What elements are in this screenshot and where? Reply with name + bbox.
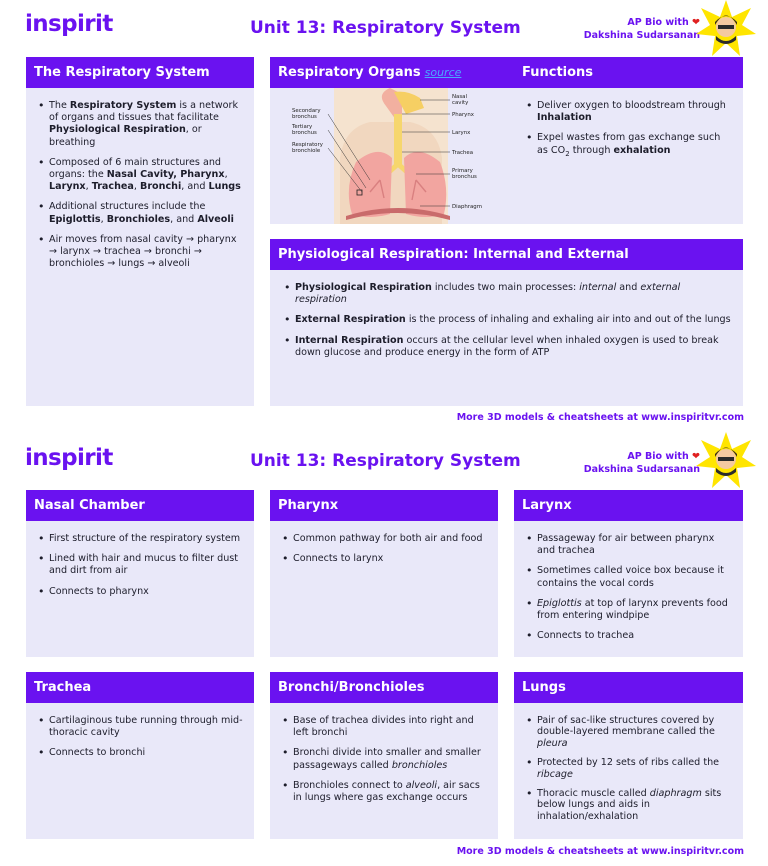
card-heading: Larynx xyxy=(514,490,743,521)
heart-icon: ❤ xyxy=(692,451,700,462)
list-item: Composed of 6 main structures and organs… xyxy=(38,157,244,194)
label-trachea: Trachea xyxy=(451,150,473,156)
label-pharynx: Pharynx xyxy=(452,112,475,118)
star-avatar-icon xyxy=(696,432,756,488)
label-primary-2: bronchus xyxy=(452,174,477,180)
list-item: Thoracic muscle called diaphragm sits be… xyxy=(526,788,733,822)
card-bronchi-bronchioles: Bronchi/Bronchioles Base of trachea divi… xyxy=(270,672,498,839)
card-heading: Bronchi/Bronchioles xyxy=(270,672,498,703)
card-heading: Lungs xyxy=(514,672,743,703)
author-line-1: AP Bio with xyxy=(627,17,689,28)
card-heading: The Respiratory System xyxy=(26,57,254,88)
heart-icon: ❤ xyxy=(692,17,700,28)
list-item: The Respiratory System is a network of o… xyxy=(38,100,244,149)
label-secondary-1: Secondary xyxy=(292,108,321,114)
list-item: Additional structures include the Epiglo… xyxy=(38,201,244,225)
page-title: Unit 13: Respiratory System xyxy=(250,451,521,471)
page-title: Unit 13: Respiratory System xyxy=(250,18,521,38)
list-item: Connects to trachea xyxy=(526,630,733,642)
inspirit-logo: inspirit xyxy=(25,11,113,37)
star-avatar-icon xyxy=(696,0,756,56)
list-item: Air moves from nasal cavity → pharynx → … xyxy=(38,234,244,271)
card-heading: Pharynx xyxy=(270,490,498,521)
inspirit-logo: inspirit xyxy=(25,445,113,471)
author-credit: AP Bio with ❤ Dakshina Sudarsanan xyxy=(584,16,700,42)
respiratory-organs-diagram: Nasal cavity Pharynx Larynx Trachea Prim… xyxy=(291,88,482,224)
card-larynx: Larynx Passageway for air between pharyn… xyxy=(514,490,743,657)
author-line-2: Dakshina Sudarsanan xyxy=(583,30,700,41)
list-item: Passageway for air between pharynx and t… xyxy=(526,533,733,557)
label-tertiary-2: bronchus xyxy=(292,130,317,136)
card-heading: Functions xyxy=(514,57,743,88)
label-primary-1: Primary xyxy=(452,168,474,174)
list-item: First structure of the respiratory syste… xyxy=(38,533,244,545)
list-item: Pair of sac-like structures covered by d… xyxy=(526,715,733,749)
list-item: Connects to bronchi xyxy=(38,747,244,759)
label-tertiary-1: Tertiary xyxy=(291,124,313,130)
card-heading: Trachea xyxy=(26,672,254,703)
list-item: Bronchioles connect to alveoli, air sacs… xyxy=(282,780,488,804)
list-item: Cartilaginous tube running through mid-t… xyxy=(38,715,244,739)
footer-link[interactable]: More 3D models & cheatsheets at www.insp… xyxy=(456,846,744,857)
list-item: Lined with hair and mucus to filter dust… xyxy=(38,553,244,577)
list-item: Bronchi divide into smaller and smaller … xyxy=(282,747,488,771)
card-lungs: Lungs Pair of sac-like structures covere… xyxy=(514,672,743,839)
footer-link[interactable]: More 3D models & cheatsheets at www.insp… xyxy=(456,412,744,423)
label-respiratory-2: bronchiole xyxy=(292,148,321,154)
card-physiological-respiration: Physiological Respiration: Internal and … xyxy=(270,239,743,406)
label-nasal-cavity-2: cavity xyxy=(452,100,469,106)
list-item: Internal Respiration occurs at the cellu… xyxy=(284,335,733,359)
list-item: Deliver oxygen to bloodstream through In… xyxy=(526,100,733,124)
label-secondary-2: bronchus xyxy=(292,114,317,120)
list-item: Expel wastes from gas exchange such as C… xyxy=(526,132,733,159)
author-line-1: AP Bio with xyxy=(627,451,689,462)
list-item: Connects to pharynx xyxy=(38,586,244,598)
card-heading: Physiological Respiration: Internal and … xyxy=(270,239,743,270)
card-nasal-chamber: Nasal Chamber First structure of the res… xyxy=(26,490,254,657)
list-item: Epiglottis at top of larynx prevents foo… xyxy=(526,598,733,622)
card-functions: Functions Deliver oxygen to bloodstream … xyxy=(514,57,743,224)
list-item: Connects to larynx xyxy=(282,553,488,565)
author-line-2: Dakshina Sudarsanan xyxy=(583,464,700,475)
label-nasal-cavity-1: Nasal xyxy=(452,94,467,100)
list-item: Base of trachea divides into right and l… xyxy=(282,715,488,739)
card-trachea: Trachea Cartilaginous tube running throu… xyxy=(26,672,254,839)
author-credit: AP Bio with ❤ Dakshina Sudarsanan xyxy=(584,450,700,476)
list-item: Protected by 12 sets of ribs called the … xyxy=(526,757,733,780)
list-item: Sometimes called voice box because it co… xyxy=(526,565,733,589)
label-larynx: Larynx xyxy=(452,130,471,136)
source-link[interactable]: source xyxy=(424,66,462,79)
card-pharynx: Pharynx Common pathway for both air and … xyxy=(270,490,498,657)
list-item: Physiological Respiration includes two m… xyxy=(284,282,733,306)
card-respiratory-system: The Respiratory System The Respiratory S… xyxy=(26,57,254,406)
list-item: Common pathway for both air and food xyxy=(282,533,488,545)
card-heading: Nasal Chamber xyxy=(26,490,254,521)
list-item: External Respiration is the process of i… xyxy=(284,314,733,326)
label-respiratory-1: Respiratory xyxy=(292,142,324,148)
label-diaphragm: Diaphragm xyxy=(452,204,482,210)
